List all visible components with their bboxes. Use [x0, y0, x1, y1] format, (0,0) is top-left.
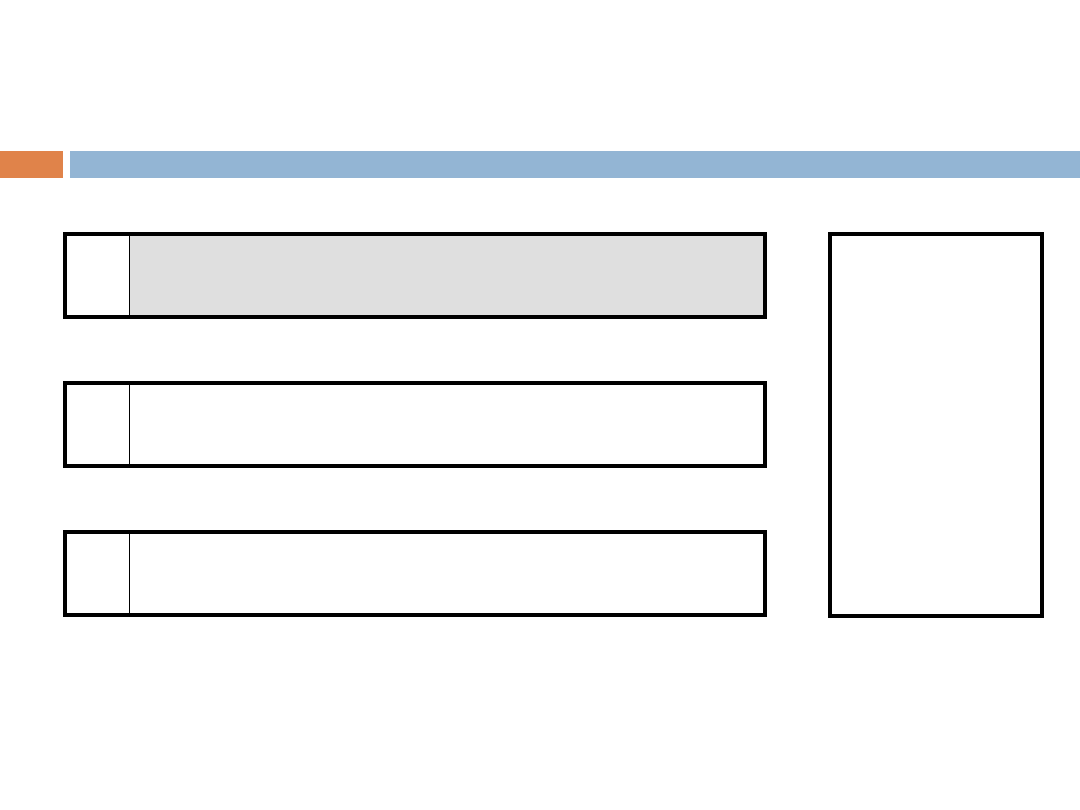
row-3-number-cell	[67, 534, 130, 613]
row-2-text-cell	[130, 385, 763, 464]
row-box-3	[63, 530, 767, 617]
title-bar	[70, 151, 1080, 178]
row-2-number-cell	[67, 385, 130, 464]
row-box-2	[63, 381, 767, 468]
row-3-text-cell	[130, 534, 763, 613]
row-box-1	[63, 232, 767, 319]
row-1-text-cell	[130, 236, 763, 315]
side-panel	[828, 232, 1044, 618]
row-1-number-cell	[67, 236, 130, 315]
accent-bar	[0, 151, 63, 178]
